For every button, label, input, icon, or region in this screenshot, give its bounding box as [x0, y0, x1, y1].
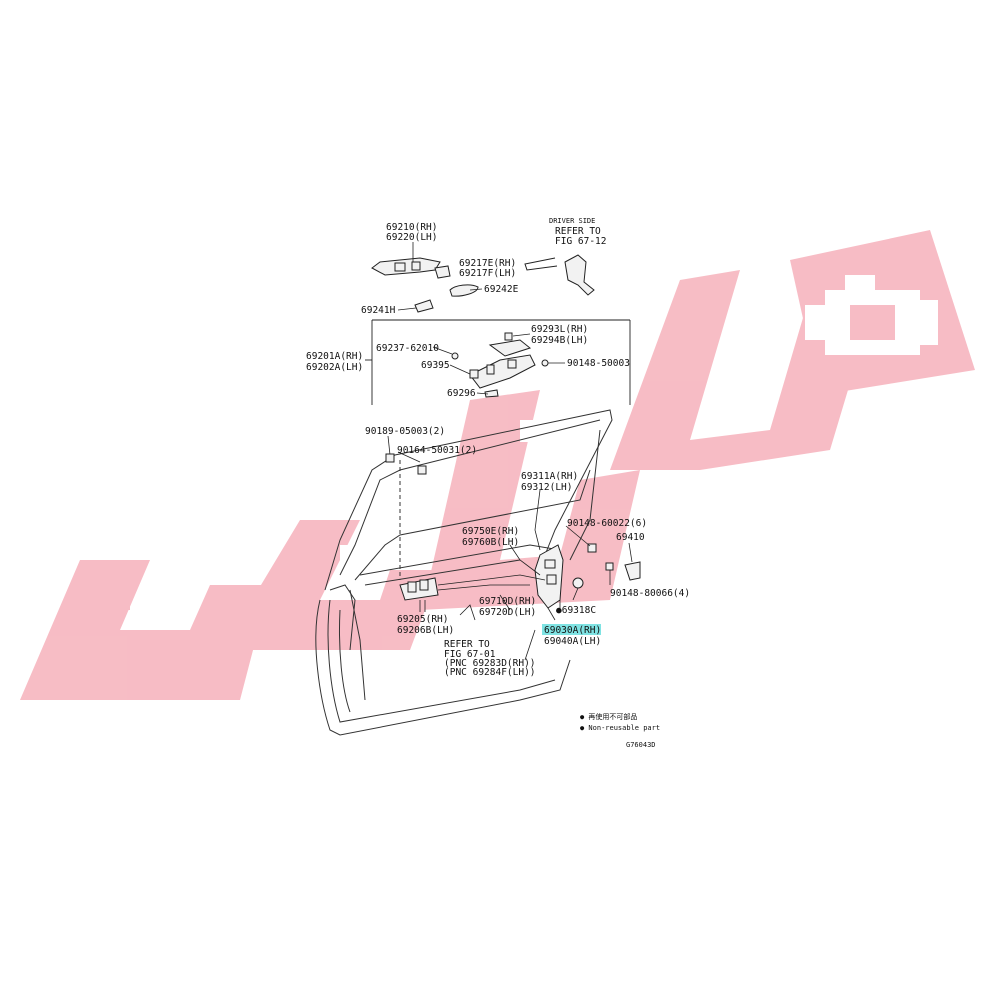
label-90164: 90164-50031(2) — [397, 445, 477, 456]
legend-jp: ● 再使用不可部品 — [580, 712, 637, 721]
highlight-69030a — [542, 624, 601, 635]
outer-handle-assembly — [371, 254, 595, 313]
cables — [424, 574, 546, 621]
label-69220: 69220(LH) — [386, 232, 437, 243]
leaders-lock — [509, 489, 633, 621]
label-69293l: 69293L(RH) — [531, 324, 588, 335]
label-refer-6701-b: FIG 67-01 — [444, 649, 496, 660]
figure-code: G76043D — [626, 741, 656, 749]
label-69206b: 69206B(LH) — [397, 625, 454, 636]
engine-icon — [805, 275, 938, 355]
legend-en: ● Non-reusable part — [580, 724, 660, 732]
label-69030a: 69030A(RH) — [544, 625, 601, 636]
label-69312: 69312(LH) — [521, 482, 572, 493]
label-69242e: 69242E — [484, 284, 519, 295]
label-refer-6712-a: REFER TO — [555, 226, 601, 237]
assembly-bracket — [365, 319, 631, 405]
label-69710d: 69710D(RH) — [479, 596, 536, 607]
leader-pnc — [524, 629, 536, 661]
label-69237: 69237-62010 — [376, 343, 439, 354]
door-lock-assembly — [534, 544, 641, 609]
label-69311a: 69311A(RH) — [521, 471, 578, 482]
label-69294b: 69294B(LH) — [531, 335, 588, 346]
label-69201a: 69201A(RH) — [306, 351, 363, 362]
label-driver-side: DRIVER SIDE — [549, 217, 595, 225]
label-69760b: 69760B(LH) — [462, 537, 519, 548]
label-refer-6701-a: REFER TO — [444, 639, 490, 650]
label-69205: 69205(RH) — [397, 614, 448, 625]
label-90189: 90189-05003(2) — [365, 426, 445, 437]
label-90148-50003: 90148-50003 — [567, 358, 630, 369]
label-69750e: 69750E(RH) — [462, 526, 519, 537]
handle-frame-parts — [451, 332, 549, 398]
label-69241h: 69241H — [361, 305, 396, 316]
leader-69242e — [469, 288, 483, 291]
refer-arrow — [524, 257, 558, 271]
leader-69241h — [397, 307, 417, 311]
label-69395: 69395 — [421, 360, 450, 371]
label-90148-60022: 90148-60022(6) — [567, 518, 647, 529]
part-labels: 69210(RH) 69220(LH) DRIVER SIDE REFER TO… — [306, 217, 690, 749]
label-69410: 69410 — [616, 532, 645, 543]
leaders-upper — [387, 333, 565, 463]
label-69720d: 69720D(LH) — [479, 607, 536, 618]
watermark-logo — [20, 230, 975, 700]
label-69217f: 69217F(LH) — [459, 268, 516, 279]
label-69210: 69210(RH) — [386, 222, 437, 233]
label-69202a: 69202A(LH) — [306, 362, 363, 373]
label-pnc-b: (PNC 69284F(LH)) — [444, 667, 536, 678]
label-pnc-a: (PNC 69283D(RH)) — [444, 658, 536, 669]
inner-handle — [399, 577, 439, 601]
label-refer-6712-b: FIG 67-12 — [555, 236, 606, 247]
label-90148-80066: 90148-80066(4) — [610, 588, 690, 599]
fasteners — [385, 453, 614, 571]
label-69296: 69296 — [447, 388, 476, 399]
label-69040a: 69040A(LH) — [544, 636, 601, 647]
label-69217e: 69217E(RH) — [459, 258, 516, 269]
label-69318c: ●69318C — [556, 605, 596, 616]
door-panel-outline — [315, 409, 613, 736]
